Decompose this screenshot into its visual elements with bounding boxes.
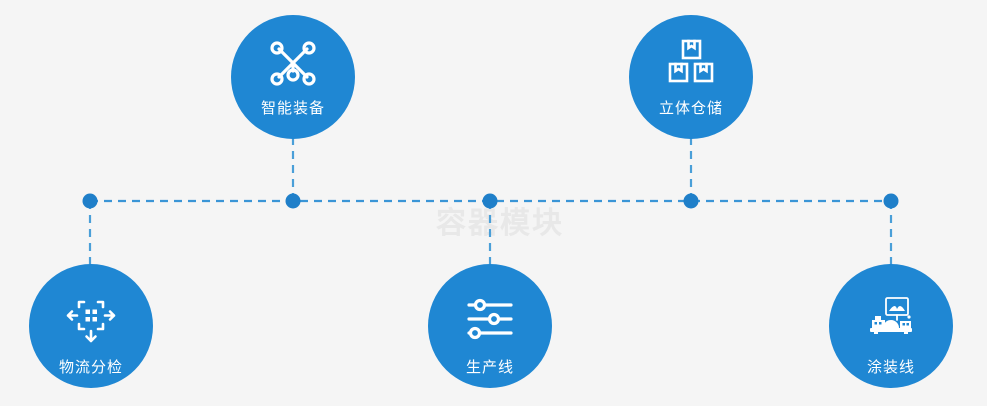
watermark-text: 容器模块 (436, 207, 564, 240)
node-smart-equipment[interactable]: 智能装备 (231, 15, 355, 139)
node-painting-line[interactable]: 涂装线 (829, 264, 953, 388)
node-production-line[interactable]: 生产线 (428, 264, 552, 388)
node-logistics-sorting[interactable]: 物流分检 (29, 264, 153, 388)
sliders-icon (463, 292, 517, 346)
node-label-stereo-warehouse: 立体仓储 (658, 100, 723, 117)
stacked-boxes-icon (664, 37, 718, 91)
paint-machine-icon (864, 292, 918, 346)
junction-smart-equipment (285, 193, 301, 209)
node-label-painting-line: 涂装线 (866, 359, 915, 376)
node-stereo-warehouse[interactable]: 立体仓储 (629, 15, 753, 139)
junction-painting-line (883, 193, 899, 209)
network-nodes-icon (266, 37, 320, 91)
junction-logistics-sorting (82, 193, 98, 209)
sorting-arrows-icon (64, 292, 118, 346)
node-label-logistics-sorting: 物流分检 (58, 359, 123, 376)
junction-production-line (482, 193, 498, 209)
node-label-smart-equipment: 智能装备 (260, 100, 325, 117)
junction-stereo-warehouse (683, 193, 699, 209)
node-label-production-line: 生产线 (465, 359, 514, 376)
